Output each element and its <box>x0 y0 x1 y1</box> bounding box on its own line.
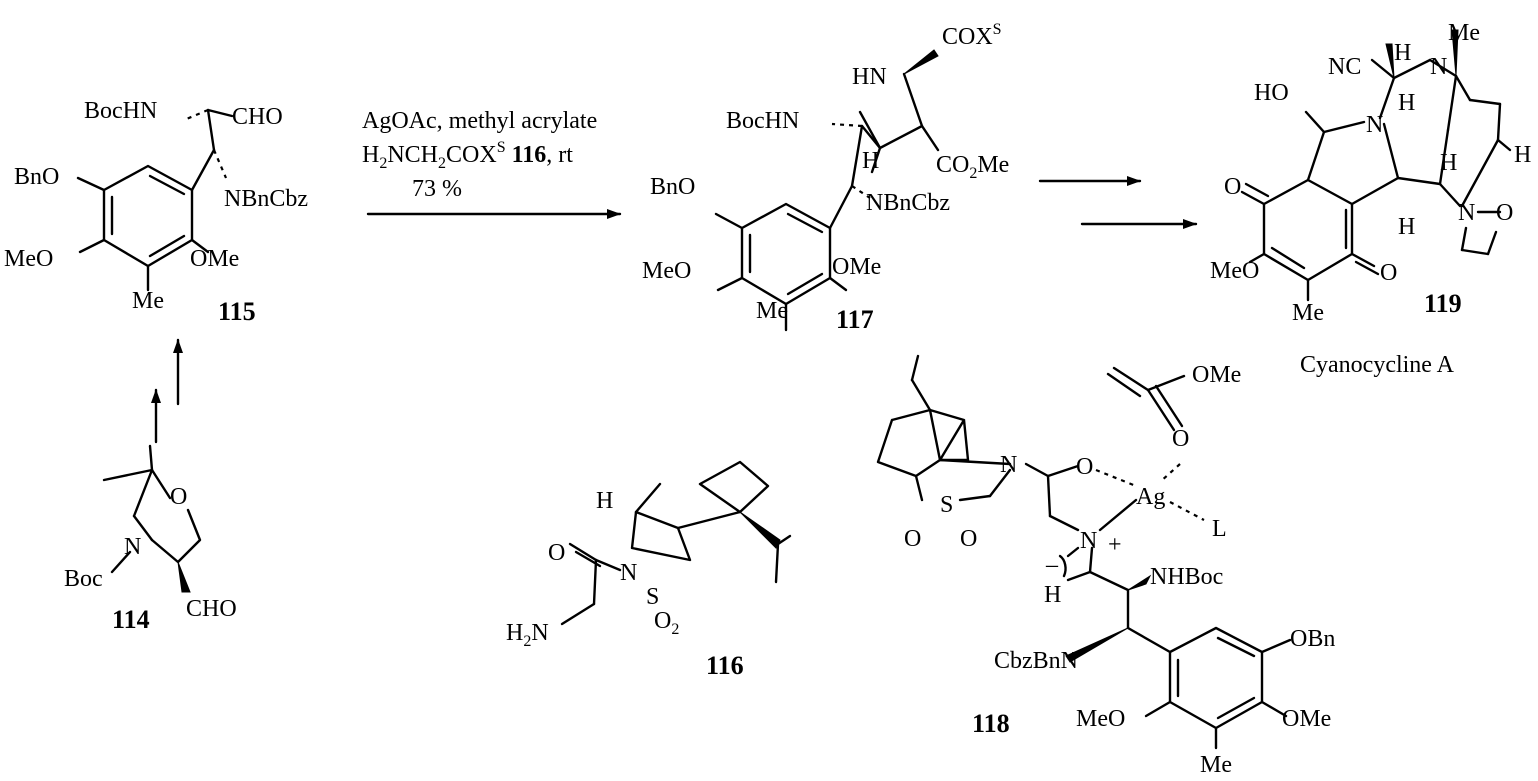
c114-o: O <box>170 484 187 510</box>
c118-plus: + <box>1108 532 1122 558</box>
c118-o-carbonyl: O <box>1172 426 1189 452</box>
c118-l: L <box>1212 516 1227 542</box>
compound-119: Me N H NC HO N H H H O N O H MeO O Me 11… <box>1210 20 1531 378</box>
reagents-line-1: AgOAc, methyl acrylate <box>362 108 597 134</box>
c114-boc: Boc <box>64 566 103 592</box>
c117-cox: COXS <box>942 21 1002 50</box>
c118-nhboc: NHBoc <box>1150 564 1223 590</box>
c119-h2: H <box>1398 90 1415 116</box>
c118-h: H <box>1044 582 1061 608</box>
c114-cho: CHO <box>186 596 237 622</box>
c115-cho: CHO <box>232 104 283 130</box>
c118-obn: OBn <box>1290 626 1335 652</box>
c116-o: O <box>548 540 565 566</box>
compound-114: O N Boc CHO 114 <box>64 444 237 634</box>
c117-nbncbz: NBnCbz <box>866 190 950 216</box>
c118-n2: N <box>1080 528 1097 554</box>
reaction-conditions: AgOAc, methyl acrylate H2NCH2COXS 116, r… <box>362 108 597 202</box>
c115-meo: MeO <box>4 246 53 272</box>
c119-n1: N <box>1366 112 1383 138</box>
compound-name-119: Cyanocycline A <box>1300 352 1455 378</box>
c117-bno: BnO <box>650 174 695 200</box>
c118-cbzbnn: CbzBnN <box>994 648 1078 674</box>
c118-ag: Ag <box>1136 484 1165 510</box>
compound-117: HN COXS BocHN H CO2Me BnO NBnCbz MeO OMe… <box>642 21 1009 334</box>
c119-me: Me <box>1292 300 1324 326</box>
c115-me: Me <box>132 288 164 314</box>
c119-o-right: O <box>1380 260 1397 286</box>
c117-h: H <box>862 148 879 174</box>
c116-s: S <box>646 584 659 610</box>
c119-h1: H <box>1394 40 1411 66</box>
c119-n2: N <box>1458 200 1475 226</box>
reagents-line-2: H2NCH2COXS 116, rt <box>362 139 573 172</box>
compound-115: BocHN CHO NBnCbz BnO MeO OMe Me 115 <box>4 98 308 326</box>
c118-o-s1: O <box>904 526 921 552</box>
c118-ome-top: OMe <box>1192 362 1241 388</box>
reaction-yield: 73 % <box>412 176 462 202</box>
compound-number-116: 116 <box>706 651 744 680</box>
c115-bno: BnO <box>14 164 59 190</box>
compound-116: H O N S O2 H2N 116 <box>506 460 792 680</box>
c119-ho: HO <box>1254 80 1289 106</box>
c117-meo: MeO <box>642 258 691 284</box>
c118-me: Me <box>1200 752 1232 778</box>
compound-number-114: 114 <box>112 605 150 634</box>
c118-n: N <box>1000 452 1017 478</box>
c118-meo: MeO <box>1076 706 1125 732</box>
c119-o-ring: O <box>1496 200 1513 226</box>
c117-me: Me <box>756 298 788 324</box>
reaction-arrows <box>151 176 1198 444</box>
compound-number-115: 115 <box>218 297 256 326</box>
compound-number-117: 117 <box>836 305 874 334</box>
c119-n-top: N <box>1430 54 1447 80</box>
c115-ome: OMe <box>190 246 239 272</box>
c115-bochn: BocHN <box>84 98 157 124</box>
c119-me-n: Me <box>1448 20 1480 46</box>
c117-hn: HN <box>852 64 887 90</box>
c117-co2me: CO2Me <box>936 152 1009 182</box>
c119-o-left: O <box>1224 174 1241 200</box>
c114-n: N <box>124 534 141 560</box>
compound-number-118: 118 <box>972 709 1010 738</box>
c116-so2: O2 <box>654 608 679 638</box>
c119-meo: MeO <box>1210 258 1259 284</box>
c115-nbncbz: NBnCbz <box>224 186 308 212</box>
c118-o: O <box>1076 454 1093 480</box>
compound-number-119: 119 <box>1424 289 1462 318</box>
c119-nc: NC <box>1328 54 1361 80</box>
c116-h2n: H2N <box>506 620 549 650</box>
c118-minus: – <box>1045 552 1059 578</box>
c117-ome: OMe <box>832 254 881 280</box>
c118-o-s2: O <box>960 526 977 552</box>
c119-h4: H <box>1514 142 1531 168</box>
c119-h5: H <box>1398 214 1415 240</box>
c116-n: N <box>620 560 637 586</box>
compound-118: OMe O N O Ag L S O O N + – H NHBoc CbzBn… <box>876 354 1335 778</box>
c116-h: H <box>596 488 613 514</box>
c118-ome: OMe <box>1282 706 1331 732</box>
c117-bochn: BocHN <box>726 108 799 134</box>
c118-s: S <box>940 492 953 518</box>
c119-h3: H <box>1440 150 1457 176</box>
